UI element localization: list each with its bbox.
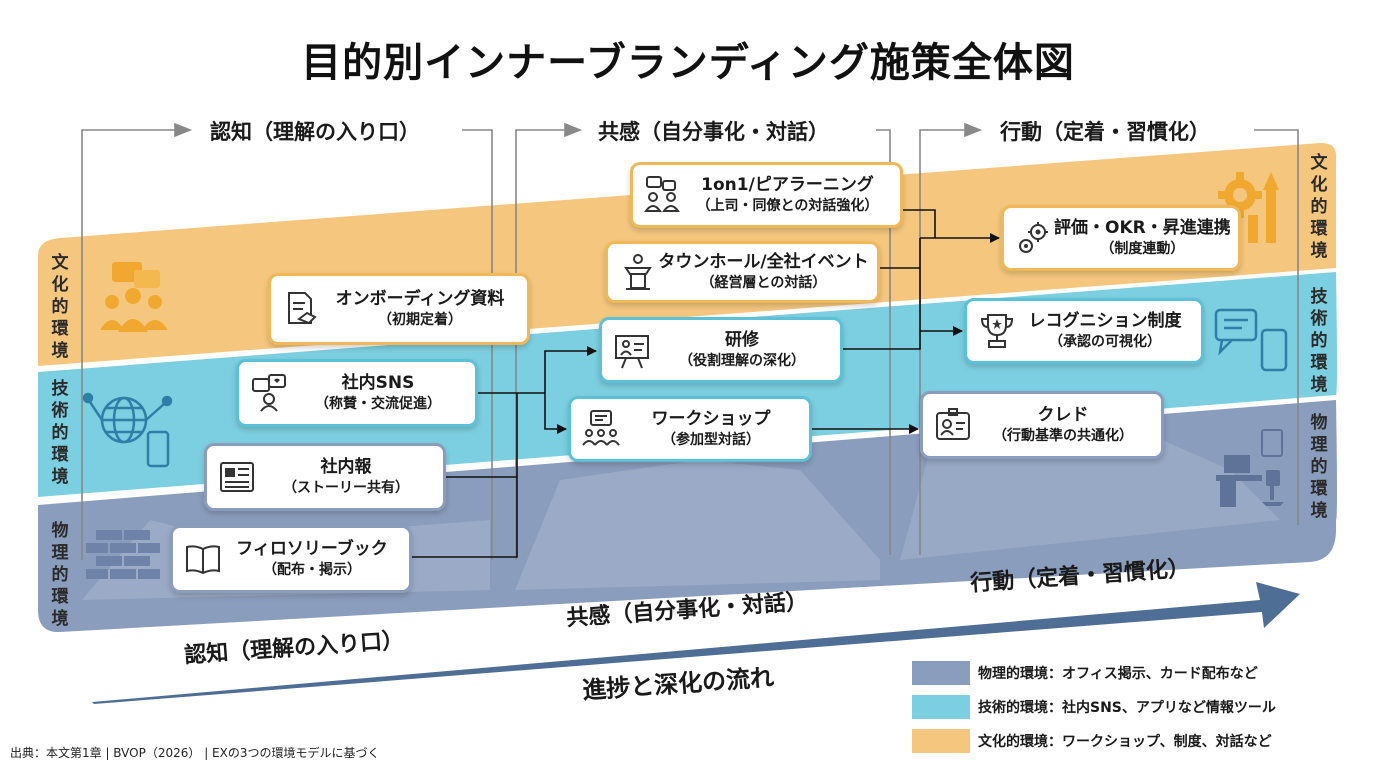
band-label-culture-left: 文化的環境	[51, 253, 69, 361]
chat-phone-icon	[1214, 308, 1288, 372]
trophy-icon	[980, 314, 1014, 348]
card-evaluation-sub: （制度連動）	[1100, 241, 1185, 257]
legend-label-physical: 物理的環境：オフィス掲示、カード配布など	[978, 666, 1258, 682]
legend-label-culture: 文化的環境：ワークショップ、制度、対話など	[978, 734, 1272, 750]
workshop-group-icon	[582, 410, 620, 446]
id-badge-icon	[936, 408, 970, 440]
card-training-title: 研修	[725, 330, 759, 350]
card-workshop-title: ワークショップ	[651, 409, 771, 429]
card-sns-sub: （称賛・交流促進）	[315, 396, 441, 412]
source-note: 出典：本文第1章 | BVOP（2026） | EXの3つの環境モデルに基づく	[10, 746, 380, 760]
card-workshop-sub: （参加型対話）	[662, 432, 760, 448]
legend-item-tech: 技術的環境：社内SNS、アプリなど情報ツール	[912, 690, 1276, 724]
legend-item-physical: 物理的環境：オフィス掲示、カード配布など	[912, 656, 1276, 690]
legend-label-tech: 技術的環境：社内SNS、アプリなど情報ツール	[978, 700, 1276, 716]
connector-philosophy	[412, 477, 518, 558]
card-credo-title: クレド	[1037, 405, 1089, 425]
card-newsletter: 社内報 （ストーリー共有）	[204, 443, 446, 511]
card-recognition-title: レコグニション制度	[1028, 311, 1182, 331]
card-training-sub: （役割理解の深化）	[679, 353, 805, 369]
connector-to-training	[544, 346, 597, 393]
connector-oneonone-out	[903, 209, 936, 238]
open-book-icon	[186, 545, 220, 575]
legend: 物理的環境：オフィス掲示、カード配布など 技術的環境：社内SNS、アプリなど情報…	[912, 656, 1276, 758]
page-title: 目的別インナーブランディング施策全体図	[301, 40, 1075, 86]
card-credo-sub: （行動基準の共通化）	[993, 428, 1133, 444]
chat-heart-icon	[252, 374, 286, 412]
connector-training-out	[843, 238, 921, 350]
card-townhall-sub: （経営層との対話）	[700, 275, 827, 291]
bracket-action-right	[1254, 129, 1299, 525]
card-training: 研修 （役割理解の深化）	[599, 317, 843, 383]
card-philosophy: フィロソリーブック （配布・掲示）	[170, 525, 412, 593]
card-recognition-sub: （承認の可視化）	[1049, 334, 1161, 350]
card-philosophy-title: フィロソリーブック	[236, 539, 388, 559]
phase-panel-action	[900, 430, 1280, 560]
phase-panel-empathy	[515, 460, 880, 590]
office-desk-icon	[1216, 429, 1284, 507]
card-sns-title: 社内SNS	[341, 373, 415, 393]
legend-swatch-culture	[912, 729, 970, 753]
speech-bubbles-people-icon	[100, 262, 168, 332]
brick-wall-icon	[86, 530, 160, 579]
card-townhall: タウンホール/全社イベント （経営層との対話）	[605, 241, 880, 303]
flow-arrow	[92, 582, 1300, 704]
card-one-on-one-title: 1on1/ピアラーニング	[701, 175, 874, 195]
document-handshake-icon	[288, 292, 317, 325]
card-credo: クレド （行動基準の共通化）	[920, 391, 1164, 459]
card-newsletter-sub: （ストーリー共有）	[283, 480, 409, 496]
phase-heading-empathy: 共感（自分事化・対話）	[598, 120, 829, 144]
card-onboarding: オンボーディング資料 （初期定着）	[268, 273, 530, 345]
legend-item-culture: 文化的環境：ワークショップ、制度、対話など	[912, 724, 1276, 758]
card-recognition: レコグニション制度 （承認の可視化）	[964, 298, 1204, 364]
bracket-awareness-right	[462, 129, 493, 560]
legend-swatch-tech	[912, 695, 970, 719]
card-newsletter-title: 社内報	[320, 457, 372, 477]
presentation-board-icon	[615, 335, 649, 369]
card-evaluation-title: 評価・OKR・昇進連携	[1054, 218, 1231, 238]
card-one-on-one: 1on1/ピアラーニング （上司・同僚との対話強化）	[630, 162, 903, 228]
bracket-empathy	[515, 129, 580, 560]
card-one-on-one-sub: （上司・同僚との対話強化）	[696, 198, 879, 214]
card-sns: 社内SNS （称賛・交流促進）	[236, 359, 478, 427]
band-label-tech-left: 技術的環境	[51, 379, 69, 487]
card-onboarding-title: オンボーディング資料	[335, 289, 505, 309]
phase-heading-action: 行動（定着・習慣化）	[1000, 120, 1210, 144]
card-philosophy-sub: （配布・掲示）	[263, 562, 361, 578]
band-label-physical-left: 物理的環境	[51, 521, 69, 629]
chat-people-icon	[644, 176, 680, 212]
bracket-empathy-right	[876, 129, 891, 555]
phase-heading-awareness: 認知（理解の入り口）	[210, 120, 420, 144]
card-workshop: ワークショップ （参加型対話）	[568, 396, 812, 462]
card-onboarding-sub: （初期定着）	[378, 312, 462, 328]
band-label-culture-right: 文化的環境	[1310, 153, 1328, 261]
phone-icon	[146, 430, 170, 468]
bracket-awareness	[81, 129, 190, 560]
card-townhall-title: タウンホール/全社イベント	[658, 252, 869, 272]
band-label-tech-right: 技術的環境	[1310, 287, 1328, 395]
legend-swatch-physical	[912, 661, 970, 685]
card-evaluation: 評価・OKR・昇進連携 （制度連動）	[1001, 205, 1241, 271]
gears-icon	[1019, 222, 1048, 253]
connector-to-workshop	[544, 393, 567, 434]
newspaper-icon	[220, 462, 254, 492]
band-label-physical-right: 物理的環境	[1310, 413, 1328, 521]
globe-network-icon	[82, 392, 173, 444]
podium-icon	[624, 254, 652, 290]
